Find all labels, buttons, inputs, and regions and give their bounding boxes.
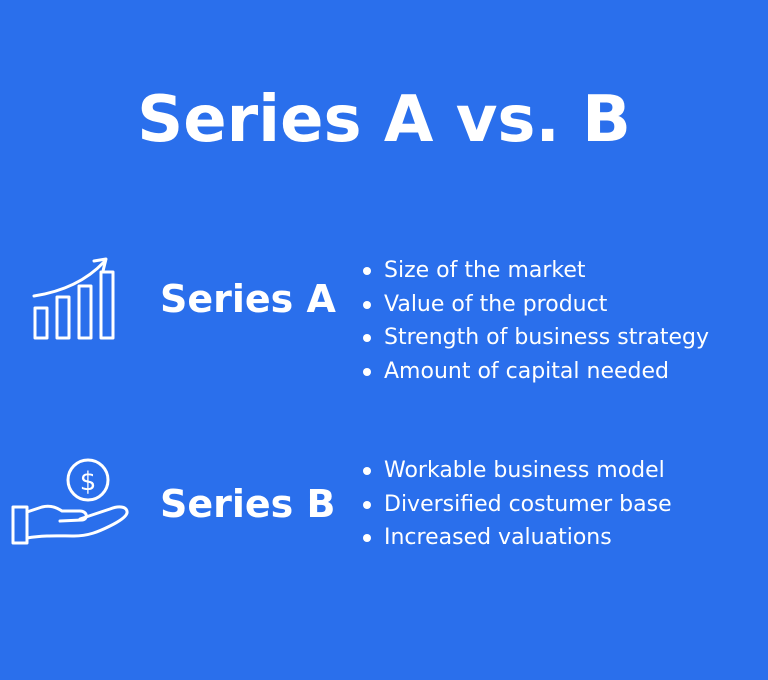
series-b-label: Series B [160, 482, 336, 526]
series-a-bullet-list: Size of the market Value of the product … [360, 254, 709, 388]
list-item: Diversified costumer base [360, 488, 672, 522]
series-a-section: Series A Size of the market Value of the… [0, 250, 768, 390]
list-item: Workable business model [360, 454, 672, 488]
growth-bar-chart-icon [30, 252, 125, 342]
series-b-bullet-list: Workable business model Diversified cost… [360, 454, 672, 555]
list-item: Increased valuations [360, 521, 672, 555]
series-b-section: $ Series B Workable business model Diver… [0, 450, 768, 560]
svg-text:$: $ [80, 467, 97, 497]
page-title: Series A vs. B [137, 83, 631, 157]
series-a-label: Series A [160, 277, 336, 321]
list-item: Size of the market [360, 254, 709, 288]
list-item: Value of the product [360, 288, 709, 322]
list-item: Amount of capital needed [360, 355, 709, 389]
list-item: Strength of business strategy [360, 321, 709, 355]
hand-holding-dollar-coin-icon: $ [10, 452, 135, 552]
